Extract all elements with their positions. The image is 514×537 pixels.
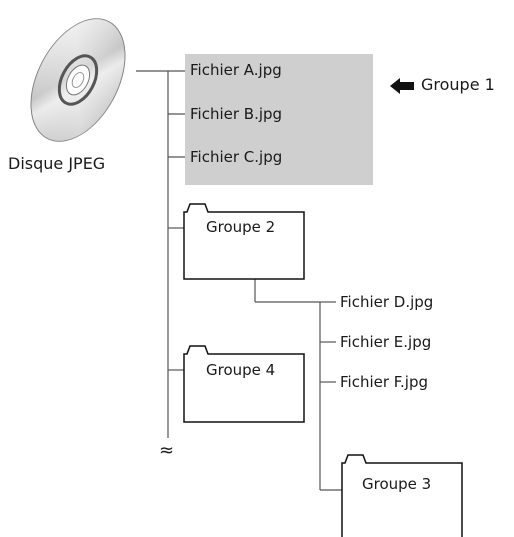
disc-label: Disque JPEG — [8, 154, 106, 173]
file-label: Fichier C.jpg — [190, 148, 283, 166]
file-label: Fichier A.jpg — [190, 61, 282, 79]
file-label: Fichier E.jpg — [340, 333, 432, 351]
folder-icon — [183, 203, 305, 280]
file-label: Fichier D.jpg — [340, 293, 434, 311]
folder-icon — [183, 345, 305, 423]
left-arrow-icon — [390, 78, 414, 94]
folder-label-group4: Groupe 4 — [206, 361, 276, 379]
group1-highlight — [185, 54, 373, 185]
folder-label-group3: Groupe 3 — [362, 475, 432, 493]
break-symbol: ≈ — [159, 440, 175, 461]
file-label: Fichier F.jpg — [340, 373, 428, 391]
file-label: Fichier B.jpg — [190, 105, 283, 123]
group1-label: Groupe 1 — [421, 75, 495, 94]
tree-lines — [136, 70, 342, 491]
cd-disc-icon — [30, 18, 126, 142]
folder-icon — [341, 454, 463, 537]
folder-label-group2: Groupe 2 — [206, 218, 276, 236]
